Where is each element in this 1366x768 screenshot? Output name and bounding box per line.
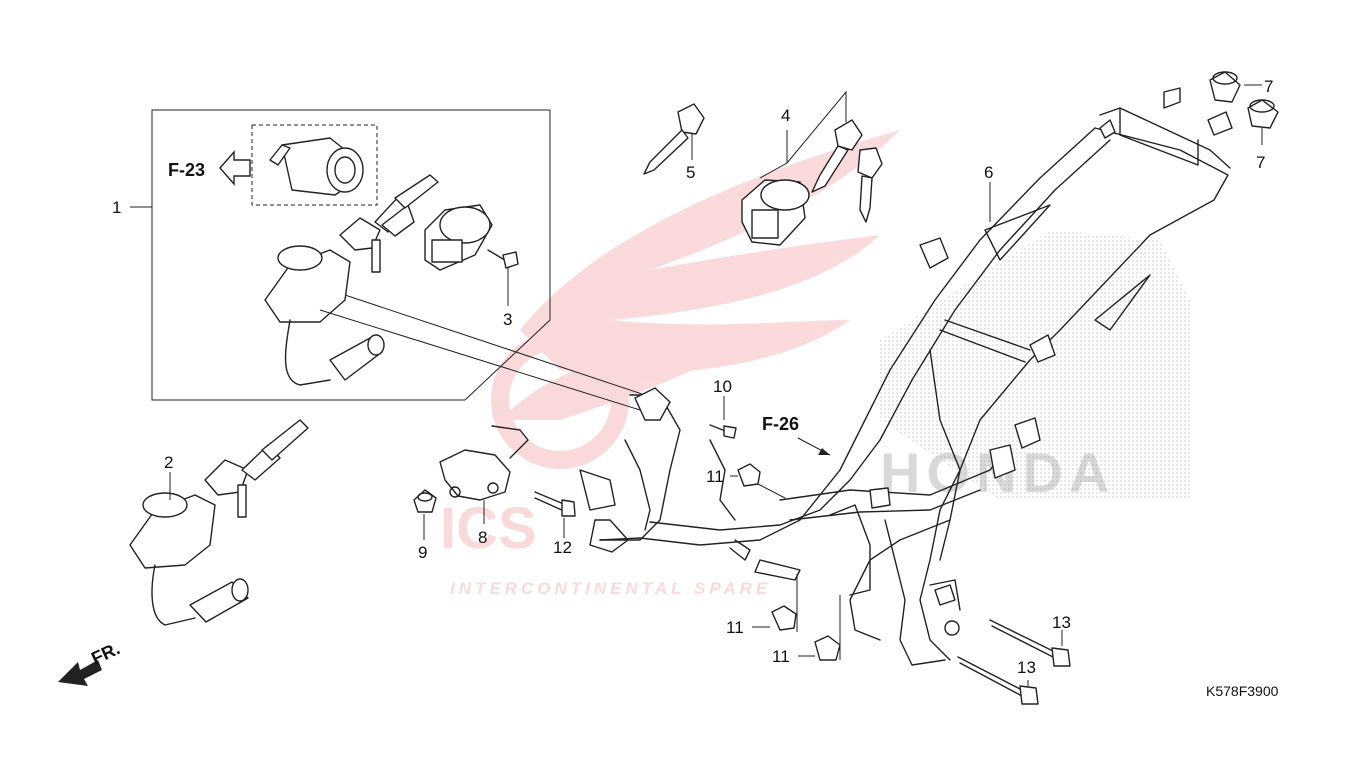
f23-label: F-23 — [168, 160, 205, 180]
kit-box — [130, 109, 551, 401]
front-direction-indicator: FR. — [58, 638, 123, 686]
lock-cylinder-part — [269, 137, 364, 196]
bolt-part-3 — [487, 249, 519, 306]
callout-6: 6 — [984, 163, 993, 182]
diagram-code: K578F3900 — [1206, 683, 1279, 699]
callouts: 1 2 3 4 5 6 7 7 8 9 10 11 11 11 12 13 13 — [112, 77, 1273, 677]
callout-7-bottom: 7 — [1256, 153, 1265, 172]
grommet-parts-7 — [1209, 71, 1279, 145]
callout-11-middle: 11 — [726, 618, 744, 637]
bolt-parts-13 — [957, 619, 1071, 705]
callout-11-upper: 11 — [706, 467, 724, 486]
callout-3: 3 — [503, 310, 512, 329]
key-set-part — [339, 174, 439, 273]
gear-logo — [491, 331, 629, 469]
grommet-part-9 — [413, 489, 437, 540]
wing-logo — [500, 130, 900, 420]
f26-label: F-26 — [762, 414, 799, 434]
callout-7-top: 7 — [1264, 77, 1273, 96]
watermark-big-letters: ICS — [440, 496, 537, 561]
ignition-switch-part-2 — [129, 419, 309, 626]
left-arrow-icon — [219, 150, 251, 186]
callout-13-upper: 13 — [1052, 613, 1071, 632]
callout-4: 4 — [781, 106, 790, 125]
callout-5: 5 — [686, 163, 695, 182]
callout-9: 9 — [418, 543, 427, 562]
ignition-switch-part — [264, 245, 385, 386]
callout-12: 12 — [553, 538, 572, 557]
seat-lock-set-part-4 — [741, 90, 883, 246]
callout-2: 2 — [164, 453, 173, 472]
callout-1: 1 — [112, 198, 121, 217]
callout-10: 10 — [713, 377, 732, 396]
callout-8: 8 — [478, 528, 487, 547]
key-part-5 — [643, 103, 705, 175]
f23-reference: F-23 — [168, 150, 251, 186]
frame-body-part-6 — [579, 87, 1233, 666]
f26-reference: F-26 — [762, 414, 831, 456]
callout-13-lower: 13 — [1017, 658, 1036, 677]
callout-11-lower: 11 — [772, 647, 790, 666]
screw-part-10 — [709, 396, 737, 439]
seat-lock-part — [424, 204, 493, 271]
nut-parts-11 — [730, 463, 841, 661]
watermark-company: INTERCONTINENTAL SPARE — [450, 579, 771, 598]
dotted-shading — [880, 230, 1190, 500]
front-arrow-icon — [58, 660, 102, 686]
bracket-part-8 — [439, 425, 529, 524]
bolt-part-12 — [534, 491, 576, 538]
